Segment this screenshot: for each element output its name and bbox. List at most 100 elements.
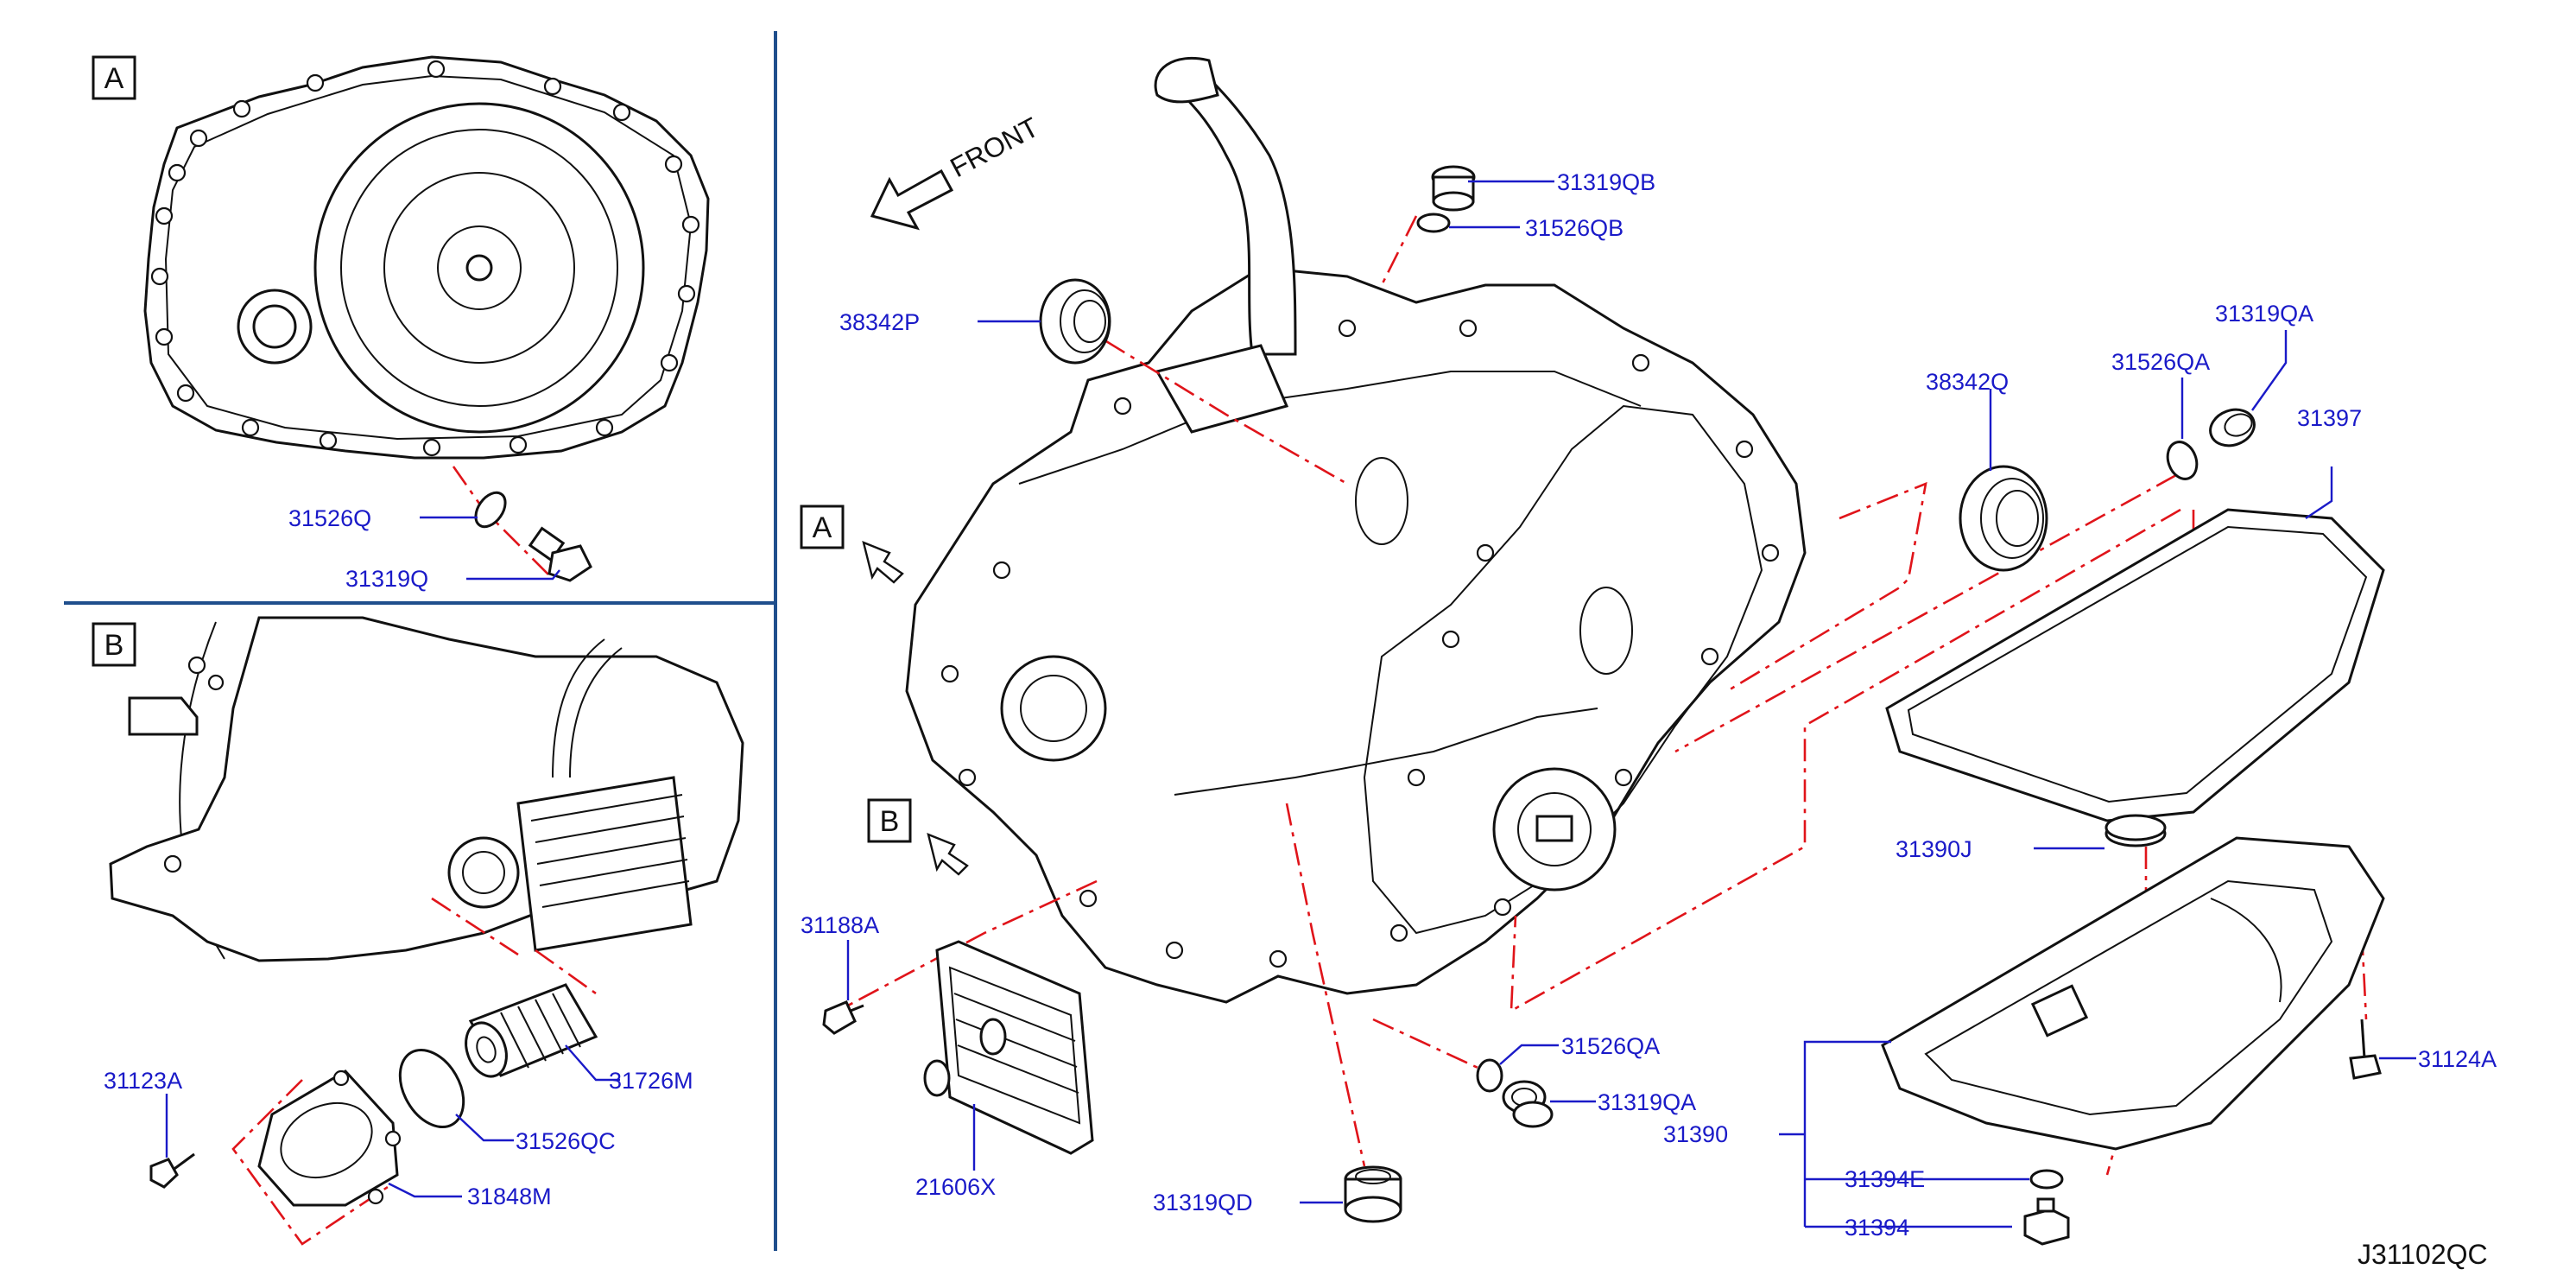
label-31394E: 31394E — [1845, 1166, 1925, 1192]
oil-filter-31726M — [465, 983, 598, 1078]
label-21606X: 21606X — [915, 1174, 996, 1200]
seal-38342Q — [1959, 465, 2048, 572]
front-direction-indicator: FRONT — [870, 111, 1044, 231]
diagram-code: J31102QC — [2358, 1239, 2488, 1270]
fill-tube-cap — [1154, 56, 1219, 104]
bolt-31123A — [149, 1152, 195, 1189]
label-31319QA-bottom: 31319QA — [1598, 1089, 1696, 1115]
seal-38342P — [1039, 278, 1111, 365]
ref-line-31526QA-top — [1674, 473, 2177, 753]
ref-line-31319QD — [1285, 803, 1366, 1167]
label-31394: 31394 — [1845, 1215, 1909, 1241]
torque-converter-hub — [437, 225, 522, 310]
label-31526Q: 31526Q — [288, 505, 371, 531]
label-31390J: 31390J — [1896, 836, 1972, 862]
label-31188A: 31188A — [801, 912, 879, 938]
bolt-31188A — [822, 1000, 864, 1035]
front-label: FRONT — [945, 111, 1043, 184]
view-a-arrow-icon — [862, 541, 904, 584]
filter-cover-31848M — [257, 1069, 402, 1207]
leader-31726M — [565, 1044, 620, 1082]
label-31848M: 31848M — [467, 1184, 552, 1209]
leader-31526QC — [455, 1114, 514, 1142]
front-arrow-icon — [870, 168, 954, 231]
oil-pan-31390 — [1881, 836, 2385, 1151]
main-view-a-frame — [800, 505, 845, 549]
ref-line-31188A — [845, 879, 1098, 1008]
leader-31848M — [388, 1182, 462, 1198]
label-31319QB: 31319QB — [1557, 169, 1655, 195]
label-31390: 31390 — [1663, 1121, 1728, 1147]
torque-converter-inner — [383, 172, 575, 364]
ref-line-38342P — [1070, 318, 1348, 486]
axle-bore-left — [1000, 655, 1107, 762]
o-ring-31526QC — [398, 1048, 465, 1129]
ref-line-gasket-31397 — [1510, 508, 2181, 1013]
label-31123A: 31123A — [104, 1068, 182, 1094]
transaxle-case-main — [905, 266, 1807, 1004]
case-dome-upper — [1355, 457, 1408, 545]
label-38342P: 38342P — [839, 309, 920, 335]
label-31319QD: 31319QD — [1153, 1190, 1253, 1215]
axle-bore-right-slot — [1535, 815, 1573, 842]
label-31526QB: 31526QB — [1525, 215, 1623, 241]
oil-cooler-21606X — [923, 940, 1094, 1155]
view-b-reference-line-2 — [535, 949, 597, 995]
label-31526QA-top: 31526QA — [2111, 349, 2210, 375]
input-shaft — [128, 696, 199, 736]
ref-line-31526QA-bottom — [1372, 1018, 1486, 1073]
filter-housing-bore — [447, 836, 520, 909]
washer-31526QA-top — [2166, 441, 2199, 480]
leader-31319QA-top — [2251, 330, 2288, 411]
view-a-panel: A 31526Q — [92, 55, 710, 592]
leader-31319Q — [466, 569, 560, 581]
view-a-frame — [92, 55, 136, 100]
control-valve-connector — [1155, 344, 1289, 434]
view-b-reference-line-3 — [231, 1079, 394, 1246]
label-31726M: 31726M — [609, 1068, 693, 1094]
label-31124A: 31124A — [2418, 1046, 2497, 1072]
leader-31390-bracket — [1803, 1040, 1891, 1227]
housing-boss-inner — [252, 304, 297, 349]
side-cover-outline — [1363, 404, 1763, 935]
washer-31526Q — [474, 491, 507, 529]
plug-31319QB — [1431, 165, 1476, 212]
torque-converter-ring — [340, 129, 618, 407]
main-view-b-letter: B — [880, 805, 900, 838]
plug-31319QD — [1344, 1165, 1402, 1223]
drain-plug-31394 — [2023, 1197, 2070, 1246]
view-b-panel: B — [92, 616, 744, 1246]
case-seam-upper — [1018, 371, 1642, 485]
view-b-reference-line-1 — [431, 897, 519, 956]
breather-tube — [1174, 708, 1598, 796]
view-b-frame — [92, 622, 136, 667]
plug-31319QA-top — [2209, 408, 2256, 447]
main-view-a-letter: A — [813, 511, 832, 544]
label-31526QC: 31526QC — [516, 1128, 616, 1154]
view-b-letter: B — [104, 629, 124, 662]
washer-31526QA-bottom — [1476, 1058, 1503, 1093]
oil-cooler-assembly — [516, 638, 693, 952]
label-31319QA-top: 31319QA — [2215, 301, 2313, 327]
label-38342Q: 38342Q — [1926, 369, 2009, 395]
ref-line-38342Q — [1726, 481, 1927, 693]
washer-31526QB — [1416, 213, 1451, 233]
ref-line-31319QB — [1380, 215, 1418, 286]
label-31526QA-bottom: 31526QA — [1561, 1033, 1660, 1059]
view-b-arrow-icon — [927, 833, 969, 876]
drain-plug-31319Q — [528, 526, 592, 582]
torque-converter-center — [465, 254, 493, 282]
plug-31319QA-bottom — [1502, 1080, 1554, 1128]
leader-31526QA-bottom — [1499, 1044, 1559, 1065]
magnet-31390J — [2104, 814, 2167, 847]
case-bolt-holes — [940, 319, 1780, 968]
housing-bolt-holes — [150, 60, 700, 457]
main-transaxle-view: FRONT A B — [800, 56, 2497, 1246]
case-dome-right — [1579, 587, 1633, 675]
view-a-letter: A — [104, 62, 124, 95]
main-view-b-frame — [867, 798, 912, 843]
washer-31394E — [2029, 1169, 2064, 1190]
label-31397: 31397 — [2297, 405, 2362, 431]
